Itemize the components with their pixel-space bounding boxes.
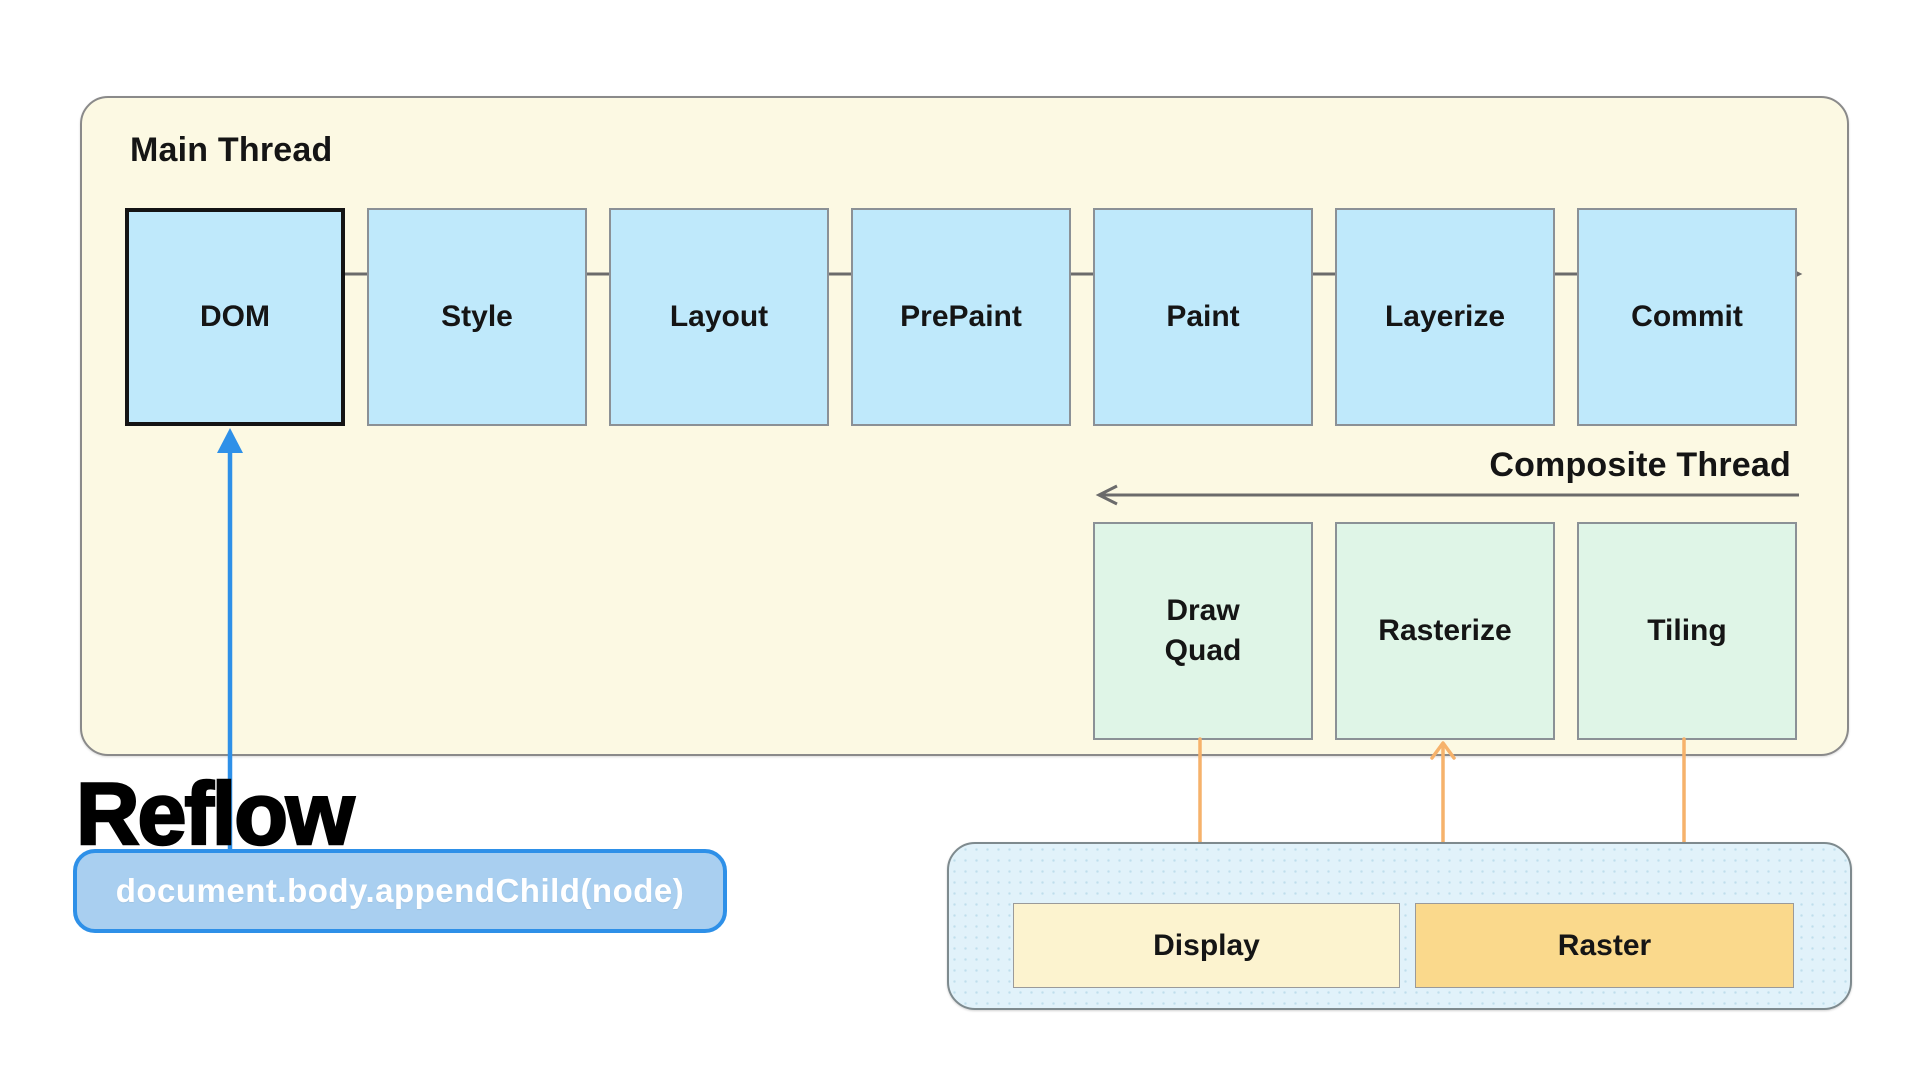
stage-box-paint: Paint (1093, 208, 1313, 426)
composite-thread-label: Composite Thread (1489, 446, 1791, 484)
stage-box-layerize: Layerize (1335, 208, 1555, 426)
stage-box-style: Style (367, 208, 587, 426)
composite-stage-row: Draw Quad Rasterize Tiling (1093, 522, 1797, 740)
code-snippet-text: document.body.appendChild(node) (115, 872, 685, 909)
composite-thread-arrow-icon (1095, 484, 1799, 506)
stage-box-tiling: Tiling (1577, 522, 1797, 740)
gpu-panel: Display Raster (947, 842, 1852, 1010)
stage-box-commit: Commit (1577, 208, 1797, 426)
stage-box-dom: DOM (125, 208, 345, 426)
stage-box-draw-quad: Draw Quad (1093, 522, 1313, 740)
reflow-heading: Reflow (75, 764, 356, 863)
main-thread-panel: Main Thread DOM Style Layout PrePaint Pa… (80, 96, 1849, 756)
display-box: Display (1013, 903, 1400, 988)
main-stage-row: DOM Style Layout PrePaint Paint Layerize… (125, 208, 1797, 426)
main-thread-label: Main Thread (130, 131, 333, 169)
stage-box-rasterize: Rasterize (1335, 522, 1555, 740)
stage-box-layout: Layout (609, 208, 829, 426)
code-pill: document.body.appendChild(node) (73, 849, 727, 933)
reflow-arrow-icon (217, 428, 243, 856)
raster-box: Raster (1415, 903, 1794, 988)
stage-box-prepaint: PrePaint (851, 208, 1071, 426)
